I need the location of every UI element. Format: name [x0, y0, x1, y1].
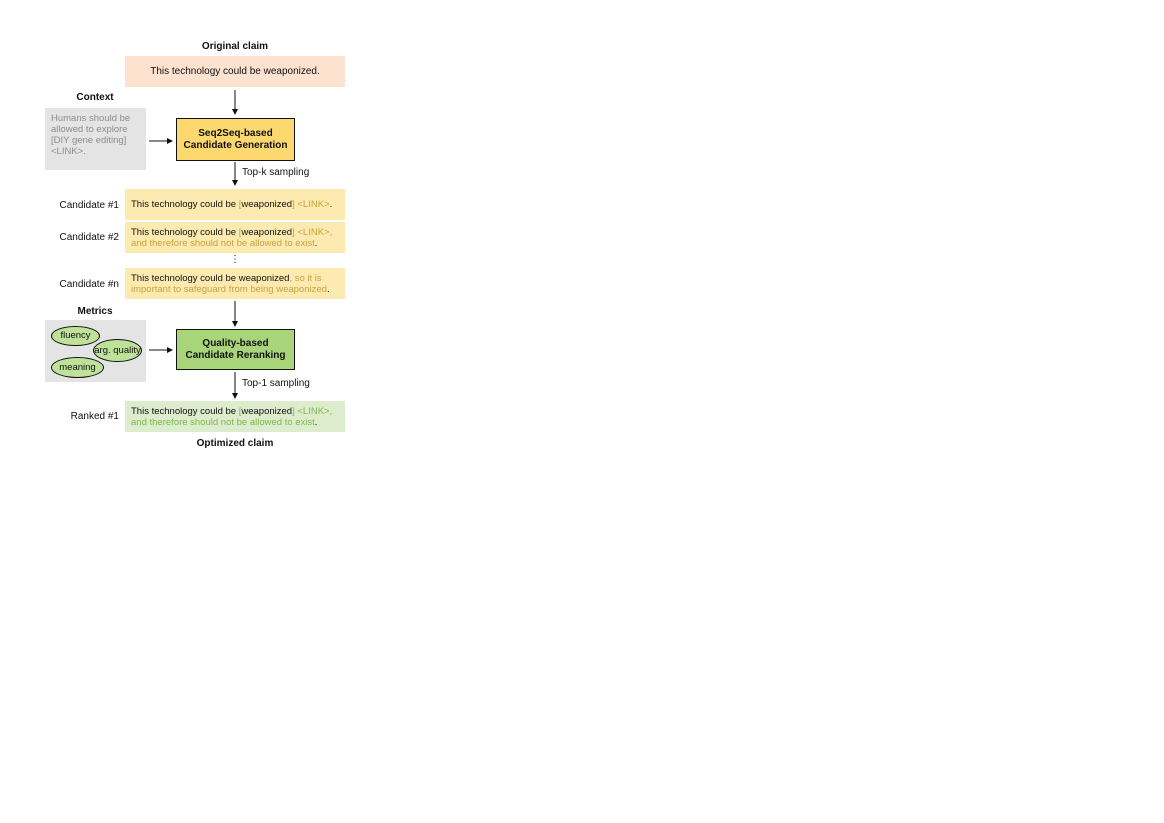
more-candidates-ellipsis: ⋮: [230, 254, 240, 265]
context-box: Humans should be allowed to explore [DIY…: [45, 108, 146, 170]
metrics-title: Metrics: [77, 306, 113, 317]
context-title: Context: [76, 92, 114, 103]
candidate-word: weaponized: [241, 226, 293, 238]
bracket: [: [238, 405, 242, 417]
ranked-edit: and therefore should not be allowed to e…: [131, 416, 315, 428]
bracket: [: [238, 199, 242, 210]
candidate-text: This technology could be: [131, 226, 239, 238]
original-claim-title: Original claim: [201, 41, 269, 52]
candidate-2-box: This technology could be [weaponized] <L…: [125, 222, 345, 253]
bracket: ]: [292, 405, 295, 417]
candidate-generation-box: Seq2Seq-based Candidate Generation: [176, 118, 295, 161]
reranking-line1: Quality-based: [202, 338, 269, 349]
candidate-reranking-box: Quality-based Candidate Reranking: [176, 329, 295, 370]
candidate-end: .: [329, 199, 333, 210]
ranked-1-label: Ranked #1: [70, 411, 119, 422]
bracket: ]: [292, 199, 295, 210]
original-claim-text: This technology could be weaponized.: [150, 66, 320, 77]
ranked-text: This technology could be: [131, 405, 239, 417]
candidate-n-label: Candidate #n: [59, 279, 120, 290]
optimized-claim-title: Optimized claim: [196, 438, 274, 449]
candidate-edit: and therefore should not be allowed to e…: [131, 237, 315, 249]
metric-meaning: meaning: [51, 357, 104, 378]
bracket: [: [238, 226, 242, 238]
metric-fluency: fluency: [51, 326, 100, 346]
candidate-text: This technology could be weaponized: [131, 272, 290, 284]
candidate-2-label: Candidate #2: [59, 232, 120, 243]
bracket: ]: [292, 226, 295, 238]
candidate-text: This technology could be: [131, 199, 239, 210]
original-claim-box: This technology could be weaponized.: [125, 56, 345, 87]
generation-line2: Candidate Generation: [183, 139, 288, 151]
context-line: Humans should be: [51, 113, 131, 124]
ranked-word: weaponized: [241, 405, 293, 417]
reranking-line2: Candidate Reranking: [185, 349, 286, 361]
context-line: allowed to explore: [51, 124, 128, 135]
ranked-1-box: This technology could be [weaponized] <L…: [125, 401, 345, 432]
ranked-edit: <LINK>,: [294, 405, 333, 417]
candidate-edit: <LINK>: [294, 199, 330, 210]
candidate-word: weaponized: [241, 199, 293, 210]
context-line: [DIY gene editing]: [51, 135, 127, 146]
context-line: <LINK>.: [51, 146, 86, 157]
candidate-edit: important to safeguard from being weapon…: [131, 283, 327, 295]
candidate-1-box: This technology could be [weaponized] <L…: [125, 189, 345, 220]
top-1-sampling-label: Top-1 sampling: [242, 378, 310, 389]
candidate-end: .: [326, 283, 330, 295]
top-k-sampling-label: Top-k sampling: [242, 167, 310, 178]
ranked-end: .: [314, 416, 318, 428]
candidate-1-label: Candidate #1: [59, 200, 120, 211]
candidate-end: .: [314, 237, 318, 249]
metric-arg-quality: arg. quality: [93, 339, 142, 362]
candidate-edit: <LINK>,: [294, 226, 333, 238]
candidate-n-box: This technology could be weaponized, so …: [125, 268, 345, 299]
candidate-edit: , so it is: [289, 272, 322, 284]
generation-line1: Seq2Seq-based: [198, 128, 273, 139]
